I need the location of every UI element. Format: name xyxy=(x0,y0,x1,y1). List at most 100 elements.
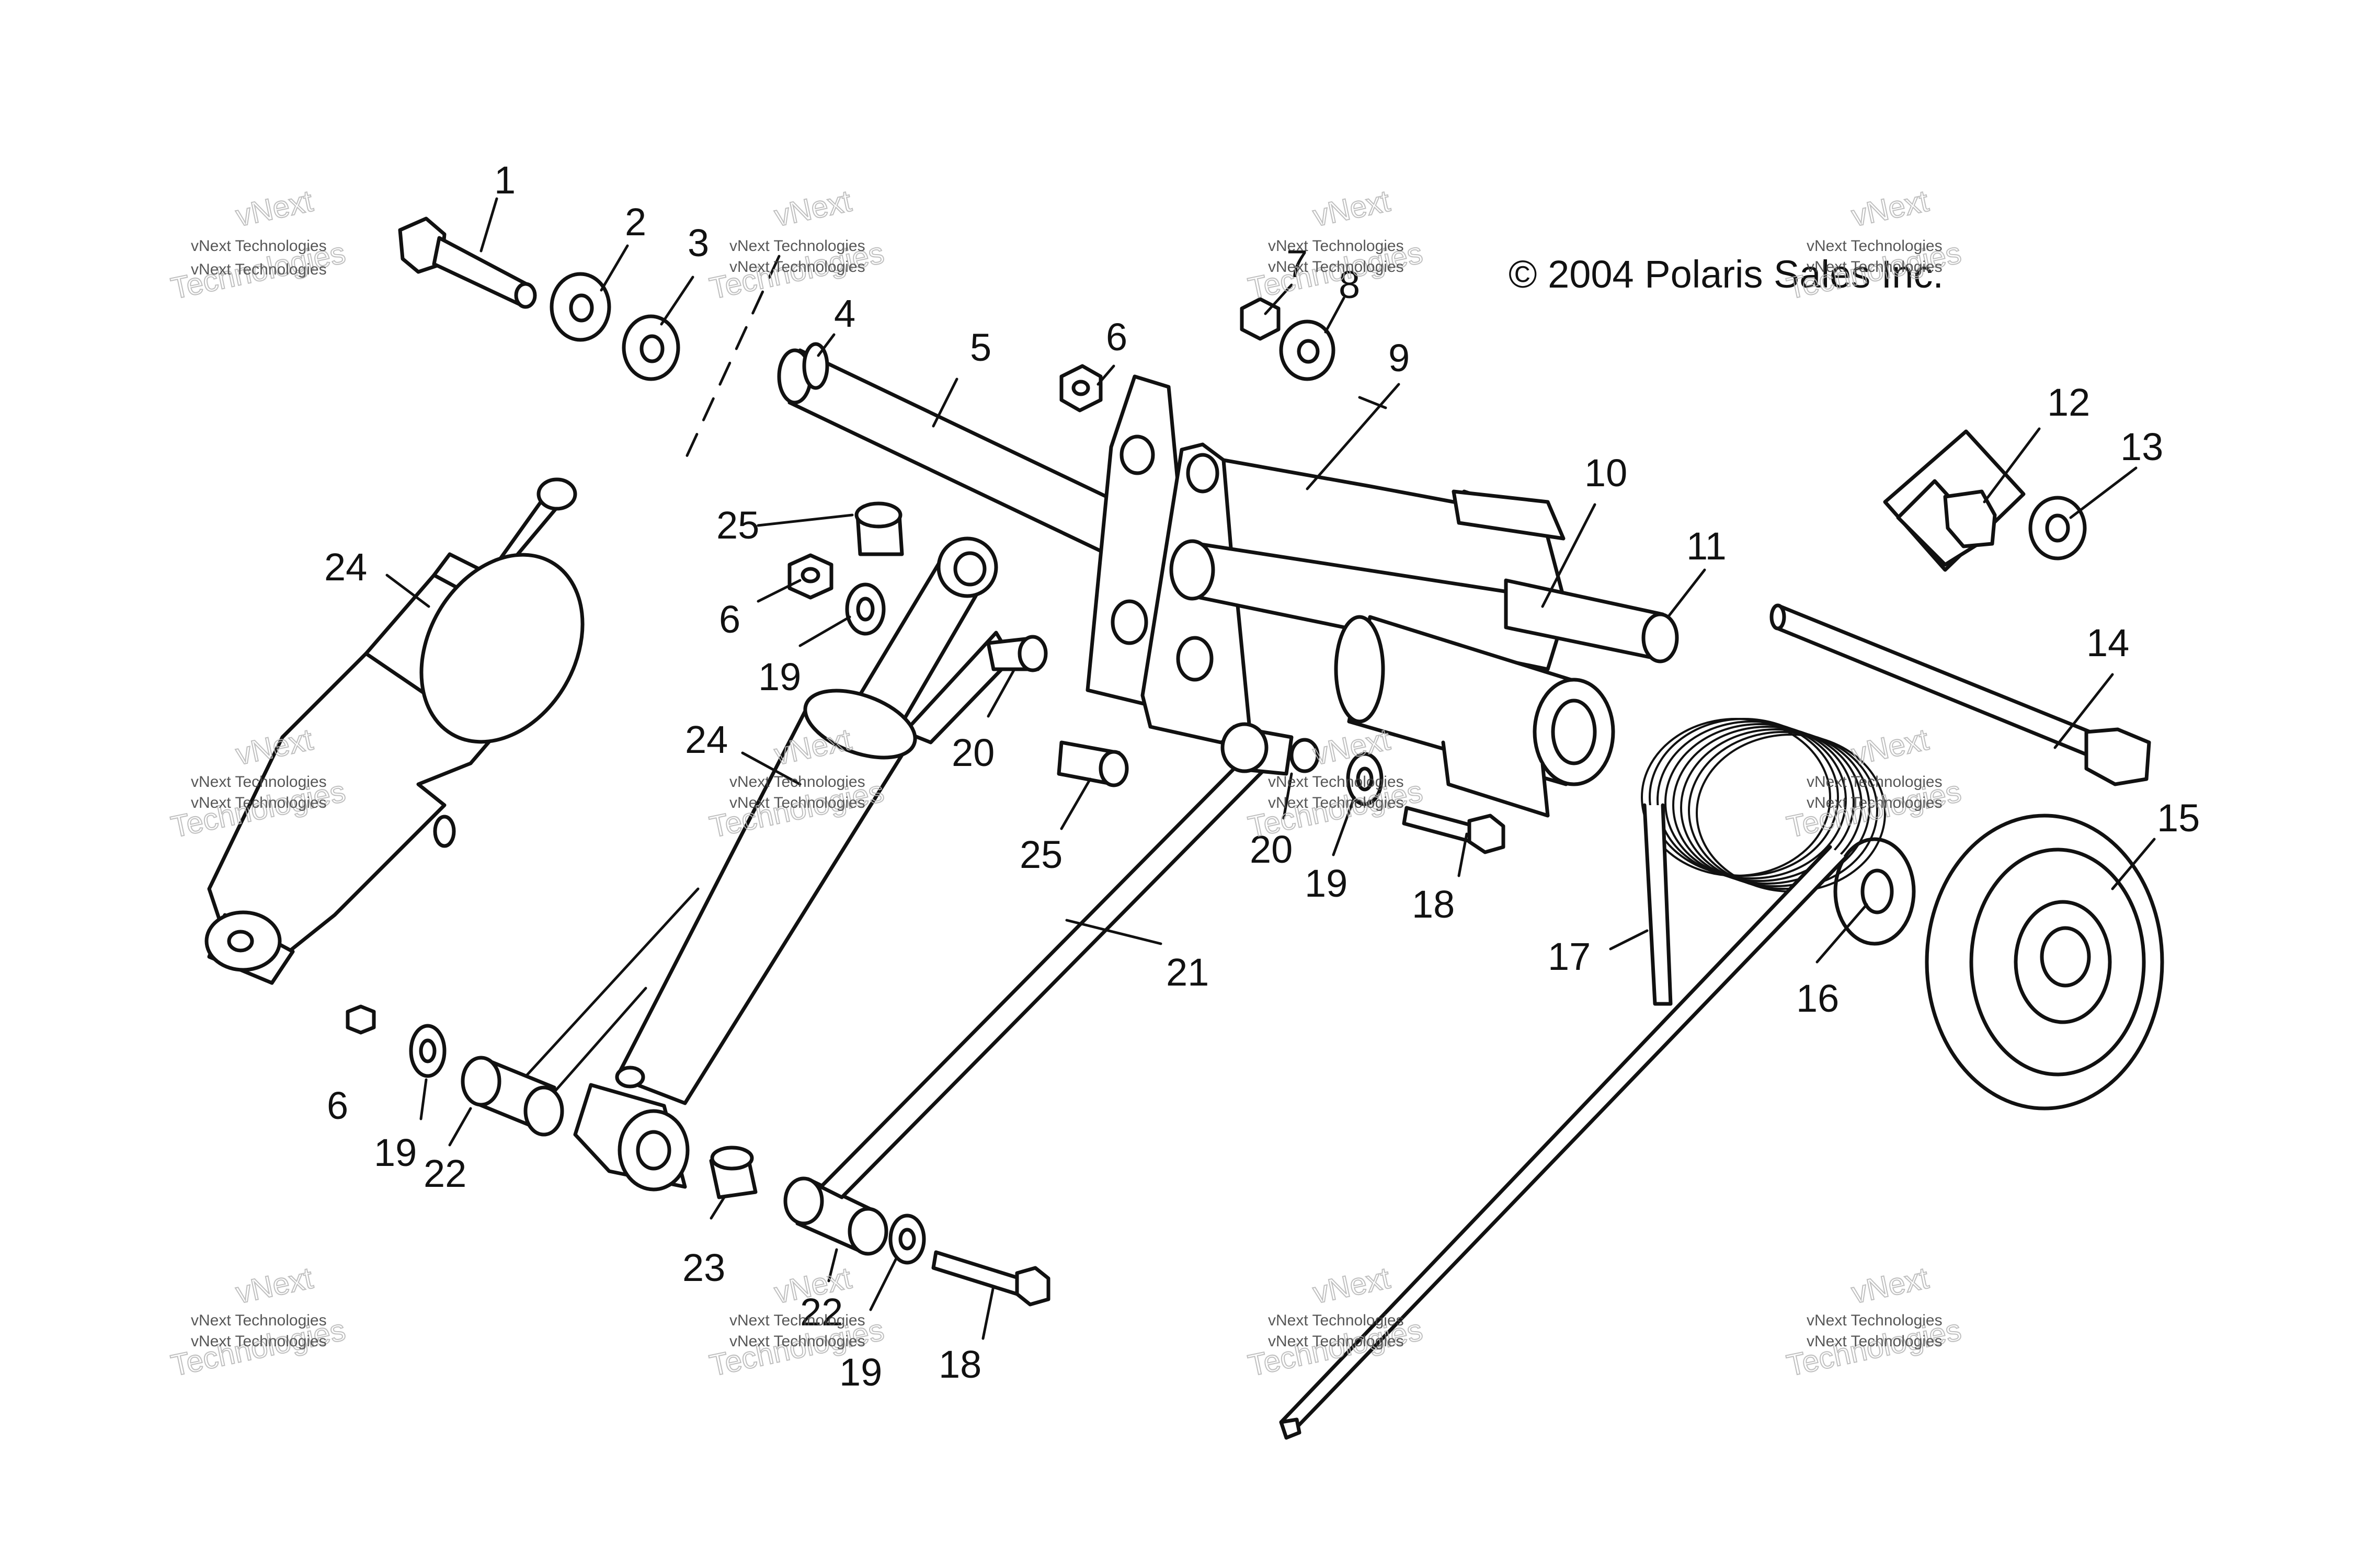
callout-25-lower: 25 xyxy=(1020,833,1063,876)
callout-1: 1 xyxy=(494,158,516,202)
part-3-washer xyxy=(622,314,680,381)
part-21-link-rod xyxy=(819,722,1320,1199)
callout-19-c: 19 xyxy=(374,1131,417,1174)
watermark-text: vNext Technologies xyxy=(191,1312,327,1329)
callout-24-left: 24 xyxy=(324,545,367,589)
watermark-text: vNext Technologies xyxy=(1807,237,1943,255)
part-8-washer xyxy=(1279,319,1335,381)
watermark-text: vNext Technologies xyxy=(191,794,327,811)
part-17-torsion-spring xyxy=(1279,718,1886,1440)
callout-18-upper: 18 xyxy=(1412,883,1455,926)
callout-12: 12 xyxy=(2047,381,2090,424)
watermark-text: vNext Technologies xyxy=(191,1333,327,1350)
watermark-text: vNext Technologies xyxy=(1807,1333,1943,1350)
part-23-bushing xyxy=(709,1146,758,1199)
callout-18-lower: 18 xyxy=(939,1343,981,1386)
callout-6-lower: 6 xyxy=(327,1084,348,1127)
svg-text:vNext: vNext xyxy=(233,1261,316,1310)
part-22-clevis-right xyxy=(783,1176,888,1256)
part-6-nut-lower xyxy=(346,1004,376,1035)
callout-21: 21 xyxy=(1166,951,1209,994)
copyright-notice: © 2004 Polaris Sales Inc. xyxy=(1509,253,1944,296)
part-6-nut-top xyxy=(1059,364,1103,413)
callout-11: 11 xyxy=(1686,524,1727,568)
part-24-shock-left xyxy=(204,477,585,985)
svg-text:vNext: vNext xyxy=(1310,723,1393,772)
svg-text:vNext: vNext xyxy=(1848,1261,1932,1310)
watermark-text: vNext Technologies xyxy=(729,1312,865,1329)
watermark-text: vNext Technologies xyxy=(1268,1333,1404,1350)
watermark-text: vNext Technologies xyxy=(1268,794,1404,811)
part-14-axle-bolt xyxy=(1769,603,2151,786)
callout-22-right: 22 xyxy=(800,1290,843,1334)
svg-text:vNext: vNext xyxy=(1310,184,1393,233)
watermark-text: vNext Technologies xyxy=(1268,237,1404,255)
svg-text:vNext: vNext xyxy=(1310,1261,1393,1310)
callout-16: 16 xyxy=(1796,977,1839,1020)
callout-24-center: 24 xyxy=(685,718,728,761)
callout-15: 15 xyxy=(2157,796,2200,840)
callout-19-b: 19 xyxy=(1305,862,1347,905)
svg-text:vNext: vNext xyxy=(771,184,854,233)
watermark-text: vNext Technologies xyxy=(191,261,327,278)
part-15-idler-wheel xyxy=(1925,814,2164,1111)
part-19-washer-c xyxy=(409,1024,447,1078)
watermark-text: vNext Technologies xyxy=(729,1333,865,1350)
part-19-washer-b xyxy=(1346,752,1384,806)
callout-19-d: 19 xyxy=(839,1350,882,1394)
svg-text:vNext: vNext xyxy=(1848,184,1932,233)
callout-13: 13 xyxy=(2120,425,2163,468)
callout-numbers: 1 2 3 4 5 6 6 6 7 8 9 10 11 12 13 14 15 … xyxy=(324,158,2200,1394)
watermark-text: vNext Technologies xyxy=(1807,794,1943,811)
part-19-washer-d xyxy=(888,1214,926,1265)
callout-17: 17 xyxy=(1548,935,1591,978)
callout-25-upper: 25 xyxy=(716,503,759,547)
callout-9: 9 xyxy=(1388,336,1410,380)
callout-23: 23 xyxy=(682,1246,725,1289)
watermark-text: vNext Technologies xyxy=(1268,1312,1404,1329)
watermark-text: vNext Technologies xyxy=(729,258,865,276)
callout-22-left: 22 xyxy=(424,1152,466,1195)
part-19-washer-a xyxy=(845,582,886,636)
part-10-sleeve xyxy=(1334,615,1615,818)
part-13-washer xyxy=(2028,496,2087,560)
callout-20-b: 20 xyxy=(1250,828,1293,871)
callout-3: 3 xyxy=(688,221,709,265)
part-6-nut-mid xyxy=(787,553,833,600)
callout-14: 14 xyxy=(2086,621,2129,665)
watermark-text: vNext Technologies xyxy=(1807,773,1943,791)
watermark-text: vNext Technologies xyxy=(729,794,865,811)
part-12-adjuster-block xyxy=(1883,429,2026,572)
part-25-bushing-upper xyxy=(854,501,904,556)
callout-7: 7 xyxy=(1286,242,1308,285)
callout-4: 4 xyxy=(834,292,855,335)
part-10-main-frame xyxy=(1169,458,1571,671)
part-18-bolt-lower xyxy=(931,1250,1050,1307)
callout-10: 10 xyxy=(1584,451,1627,495)
part-22-clevis-left xyxy=(461,1056,564,1137)
svg-text:vNext: vNext xyxy=(233,184,316,233)
watermark-text: vNext Technologies xyxy=(1807,1312,1943,1329)
callout-5: 5 xyxy=(970,326,991,369)
part-24-shock-center xyxy=(519,536,1048,1192)
part-18-bolt-upper xyxy=(1402,806,1505,854)
callout-6-mid: 6 xyxy=(719,598,740,641)
watermark-text: vNext Technologies xyxy=(729,773,865,791)
callout-20-a: 20 xyxy=(952,731,995,774)
callout-19-a: 19 xyxy=(758,655,801,699)
svg-text:vNext: vNext xyxy=(1848,723,1932,772)
part-25-bushing-lower xyxy=(1057,740,1129,787)
watermark-text: vNext Technologies xyxy=(1807,258,1943,276)
callout-2: 2 xyxy=(625,200,646,244)
watermark-text: vNext Technologies xyxy=(729,237,865,255)
watermark-text: vNext Technologies xyxy=(191,773,327,791)
callout-6-top: 6 xyxy=(1106,315,1127,359)
leader-lines xyxy=(385,197,2156,1340)
watermark-text: vNext Technologies xyxy=(191,237,327,255)
part-2-washer xyxy=(550,272,611,342)
watermark-text: vNext Technologies xyxy=(1268,773,1404,791)
watermark-text: vNext Technologies xyxy=(1268,258,1404,276)
callout-8: 8 xyxy=(1339,263,1360,306)
part-1-bolt xyxy=(398,216,537,309)
